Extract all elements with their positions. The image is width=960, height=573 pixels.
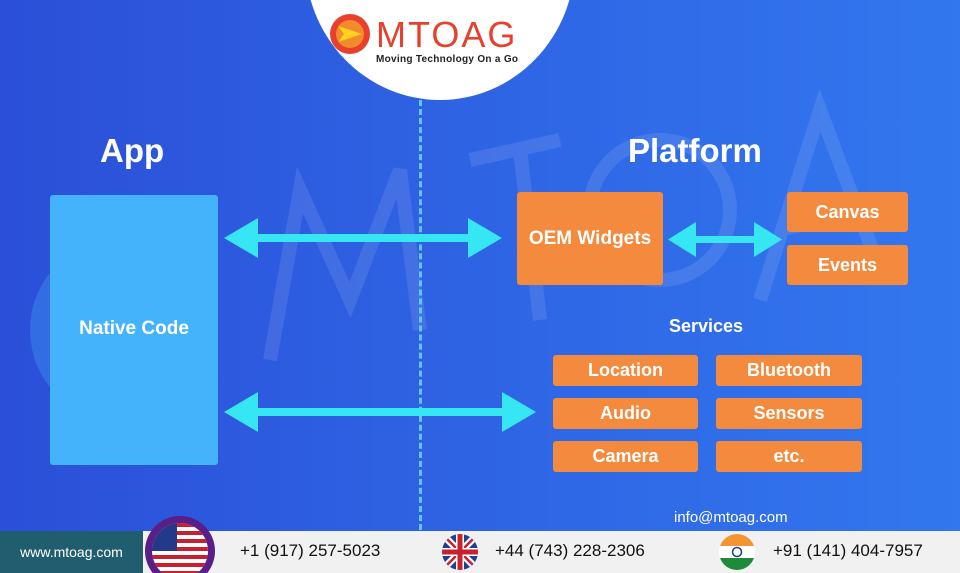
center-divider (419, 100, 422, 530)
platform-heading: Platform (628, 132, 762, 169)
service-etc: etc. (716, 441, 862, 472)
app-heading: App (100, 132, 165, 169)
india-flag-icon (719, 534, 755, 570)
uk-flag-icon (442, 534, 478, 570)
contact-email[interactable]: info@mtoag.com (674, 509, 788, 526)
arrow-native-oem (224, 218, 502, 258)
service-bluetooth: Bluetooth (716, 355, 862, 386)
logo-wordmark: MTOAG (376, 14, 518, 55)
canvas-box: Canvas (787, 192, 908, 232)
us-flag-icon (145, 516, 215, 573)
arrow-native-services (224, 392, 536, 432)
native-code-box (50, 195, 218, 465)
website-link[interactable]: www.mtoag.com (0, 531, 143, 573)
us-phone[interactable]: +1 (917) 257-5023 (240, 541, 381, 560)
service-location: Location (553, 355, 698, 386)
service-audio: Audio (553, 398, 698, 429)
logo-tagline: Moving Technology On a Go (376, 54, 519, 65)
uk-phone[interactable]: +44 (743) 228-2306 (495, 541, 645, 560)
service-sensors: Sensors (716, 398, 862, 429)
oem-widgets-box: OEM Widgets (517, 192, 663, 285)
services-heading: Services (668, 316, 744, 336)
sun-logo-icon (330, 14, 370, 54)
native-code-label: Native Code (79, 318, 189, 339)
events-box: Events (787, 245, 908, 285)
service-camera: Camera (553, 441, 698, 472)
india-phone[interactable]: +91 (141) 404-7957 (773, 541, 923, 560)
arrow-oem-canvas-events (668, 222, 782, 257)
